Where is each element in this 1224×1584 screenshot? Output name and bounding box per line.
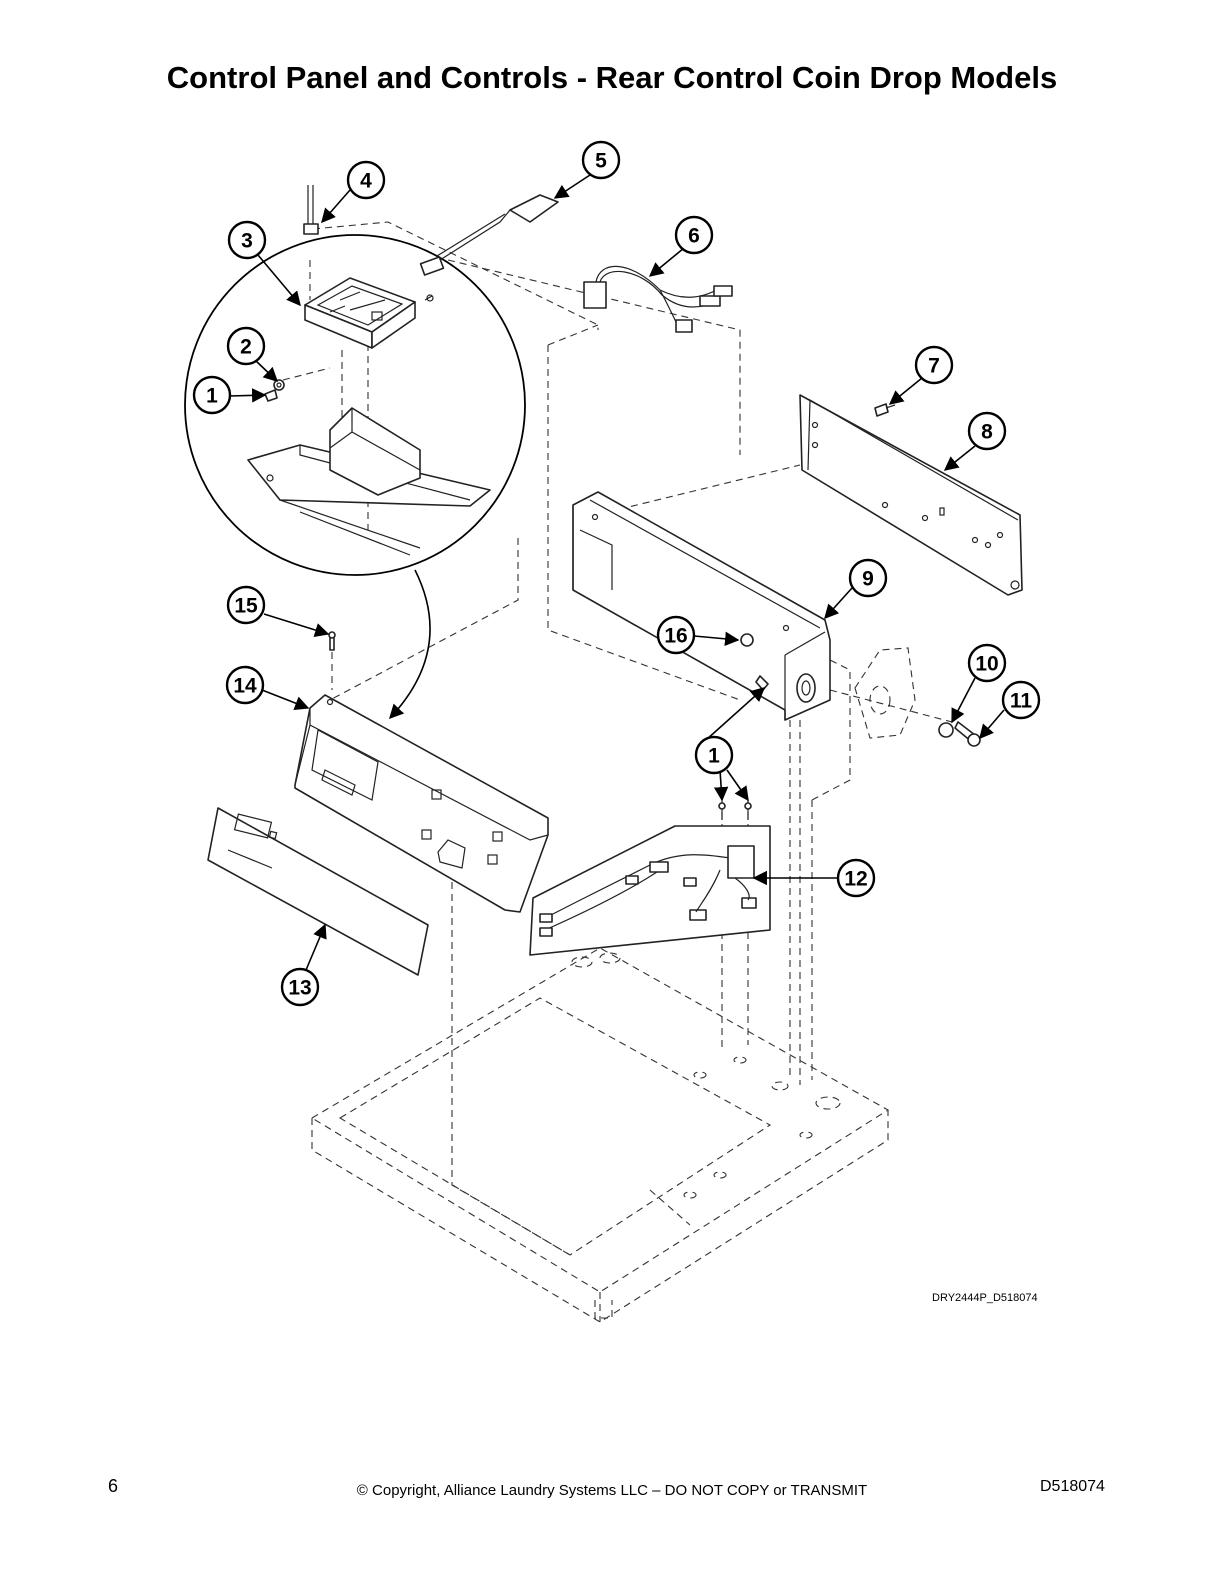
callout-13: 13: [280, 967, 320, 1007]
dryer-top-outline: [310, 947, 890, 1323]
alignment-lines: [309, 221, 953, 1256]
callout-label: 11: [1010, 690, 1033, 713]
callout-label: 5: [595, 150, 607, 173]
callout-label: 15: [234, 595, 258, 618]
callout-label: 1: [206, 385, 218, 408]
rear-panel: [799, 394, 1023, 596]
callout-4: 4: [346, 160, 386, 200]
callout-label: 4: [360, 170, 372, 193]
control-overlay: [207, 807, 429, 976]
callout-label: 6: [688, 225, 700, 248]
callout-14: 14: [225, 665, 265, 705]
main-harness: [583, 265, 733, 333]
hardware: [718, 633, 981, 820]
control-panel: [294, 694, 549, 913]
callout-label: 14: [233, 675, 257, 698]
callout-12: 12: [836, 858, 876, 898]
callout-label: 10: [975, 653, 998, 676]
console-housing: [572, 491, 831, 721]
drawing-id: DRY2444P_D518074: [932, 1292, 1038, 1304]
callout-label: 13: [288, 977, 311, 1000]
callout-8: 8: [967, 411, 1007, 451]
callout-11: 11: [1001, 680, 1041, 720]
coin-harness: [419, 194, 559, 276]
callout-16: 16: [656, 615, 696, 655]
callout-2: 2: [226, 326, 266, 366]
callout-label: 9: [862, 568, 874, 591]
callout-label: 7: [928, 355, 940, 378]
callout-1-top: 1: [192, 375, 232, 415]
screw-7: [874, 403, 896, 417]
callout-1-bottom: 1: [694, 735, 734, 775]
callout-7: 7: [914, 345, 954, 385]
motor-plate-outline: [854, 647, 916, 739]
copyright-notice: © Copyright, Alliance Laundry Systems LL…: [356, 1482, 868, 1499]
document-number: D518074: [1040, 1478, 1105, 1495]
leader-lines: [228, 174, 1005, 971]
callout-label: 2: [240, 336, 252, 359]
callout-label: 8: [981, 421, 993, 444]
screw-15: [328, 631, 336, 651]
wire-leads: [303, 185, 319, 235]
callout-5: 5: [581, 140, 621, 180]
callout-label: 12: [844, 868, 867, 891]
callout-label: 3: [241, 230, 253, 253]
callout-label: 1: [708, 745, 720, 768]
callout-9: 9: [848, 558, 888, 598]
page-number: 6: [108, 1476, 119, 1496]
callout-6: 6: [674, 215, 714, 255]
detail-magnifier: [184, 234, 526, 720]
callout-10: 10: [967, 643, 1007, 683]
callout-3: 3: [227, 220, 267, 260]
callout-label: 16: [664, 625, 687, 648]
callout-15: 15: [226, 585, 266, 625]
harness-detail-box: [529, 825, 771, 956]
page-title: Control Panel and Controls - Rear Contro…: [166, 60, 1058, 95]
